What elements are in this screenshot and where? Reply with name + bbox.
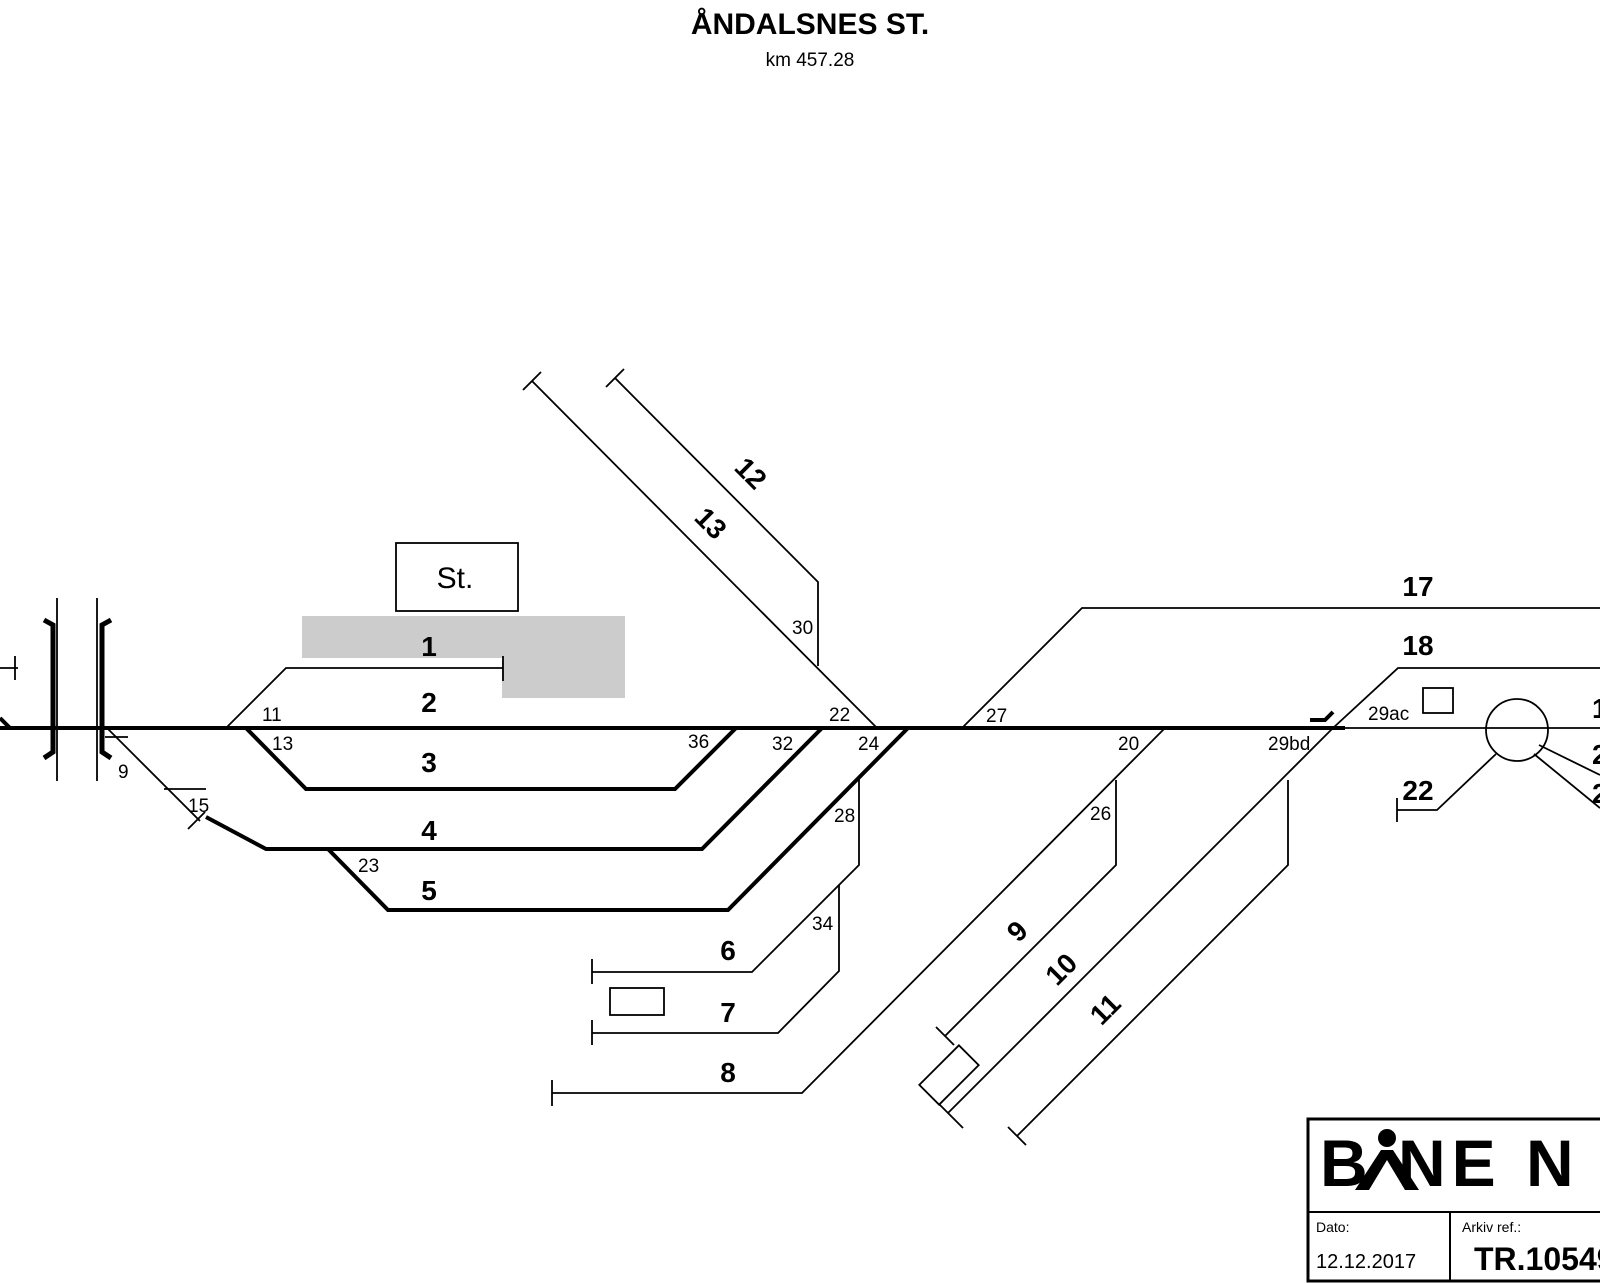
switch-label-15: 15: [188, 796, 209, 817]
track-34-connector: [592, 885, 840, 1034]
track-label-13: 13: [689, 501, 733, 545]
track-label-7: 7: [720, 997, 736, 1028]
track-13-buffer: [522, 371, 542, 391]
track-17-line: [961, 607, 1600, 729]
switch-label-27: 27: [986, 706, 1007, 727]
track-label-21: 2: [1592, 778, 1600, 809]
track-7-building: [609, 987, 665, 1016]
derail-29bd: [1310, 710, 1335, 722]
track-label-9: 9: [1001, 915, 1034, 948]
switch-numbers: 9 11 13 15 20 22 23 24 26 27 28 29ac 29b…: [118, 618, 1409, 935]
track-22-line: [1397, 753, 1497, 811]
side-tracks: [105, 368, 1600, 1146]
date-value: 12.12.2017: [1316, 1251, 1416, 1273]
track-label-2: 2: [421, 687, 437, 718]
track-label-8: 8: [720, 1057, 736, 1088]
switch-label-34: 34: [812, 914, 834, 935]
turntable: [1485, 698, 1549, 762]
track-10-line: [947, 727, 1334, 1114]
platform-track-2: [502, 616, 625, 698]
track-label-19: 1: [1592, 693, 1600, 724]
date-label: Dato:: [1316, 1219, 1349, 1235]
switch-label-36: 36: [688, 732, 709, 753]
track-13-line: [531, 380, 878, 729]
archive-label: Arkiv ref.:: [1462, 1219, 1521, 1235]
platforms: [302, 616, 625, 698]
track-3-line: [244, 726, 738, 791]
archive-value: TR.105496-: [1474, 1241, 1600, 1277]
track-11-line: [1016, 780, 1289, 1137]
signal-bracket-right: [99, 617, 113, 761]
track-9-shed: [918, 1044, 980, 1106]
track-label-20: 2: [1592, 739, 1600, 770]
switch-label-26: 26: [1090, 804, 1111, 825]
track-label-5: 5: [421, 875, 437, 906]
track-10-buffer: [938, 1103, 964, 1129]
switch-label-9: 9: [118, 762, 129, 783]
track-label-18: 18: [1402, 630, 1433, 661]
track-9-line: [944, 780, 1117, 1037]
track-8-line: [552, 727, 1166, 1094]
switch-label-20: 20: [1118, 734, 1139, 755]
logo-tunnel-mark: [1355, 1129, 1419, 1190]
track-label-22: 22: [1402, 775, 1433, 806]
station-building: [395, 542, 519, 612]
switch-label-23: 23: [358, 856, 379, 877]
track-12-line: [614, 377, 819, 666]
track-label-3: 3: [421, 747, 437, 778]
main-line-left-stub: [0, 716, 12, 730]
track-4-line: [205, 726, 824, 851]
track-29ac-building: [1422, 687, 1454, 714]
track-label-1: 1: [421, 631, 437, 662]
switch-label-28: 28: [834, 806, 855, 827]
switch-label-30: 30: [792, 618, 813, 639]
station-title: ÅNDALSNES ST.: [691, 8, 929, 41]
track-9-buffer: [935, 1026, 955, 1046]
track-20-spur: [1538, 744, 1600, 776]
track-numbers: 1 2 3 4 5 6 7 8 9 10 11 12 13 17 18 1 2 …: [421, 451, 1600, 1088]
switch-label-24: 24: [858, 734, 880, 755]
switch-label-22: 22: [829, 705, 850, 726]
switch-label-29ac: 29ac: [1368, 704, 1409, 725]
track-18-line: [1332, 667, 1600, 729]
track-5-line: [326, 726, 910, 912]
track-9-lead: [106, 727, 201, 822]
track-label-12: 12: [729, 451, 773, 495]
entry-signals: [0, 598, 113, 781]
title-block-frame: [1306, 1117, 1600, 1283]
switch-label-13: 13: [272, 734, 293, 755]
title-block: B NE N Dato: 12.12.2017 Arkiv ref.: TR.1…: [1306, 1117, 1600, 1283]
station-building-label: St.: [437, 562, 474, 595]
track-label-6: 6: [720, 935, 736, 966]
track-2-line: [225, 667, 503, 729]
track-label-4: 4: [421, 815, 437, 846]
main-tracks: [0, 716, 1345, 912]
signal-bracket-left: [42, 617, 56, 761]
track-label-17: 17: [1402, 571, 1433, 602]
switch-15-marker: [187, 811, 206, 830]
track-label-11: 11: [1084, 988, 1127, 1031]
km-label: km 457.28: [766, 50, 855, 71]
track-11-buffer: [1007, 1126, 1027, 1146]
track-21-spur: [1533, 753, 1600, 809]
switch-label-32: 32: [772, 734, 793, 755]
switch-label-11: 11: [262, 705, 282, 726]
track-28-connector: [592, 778, 860, 973]
track-12-buffer: [605, 368, 625, 388]
switch-label-29bd: 29bd: [1268, 734, 1310, 755]
